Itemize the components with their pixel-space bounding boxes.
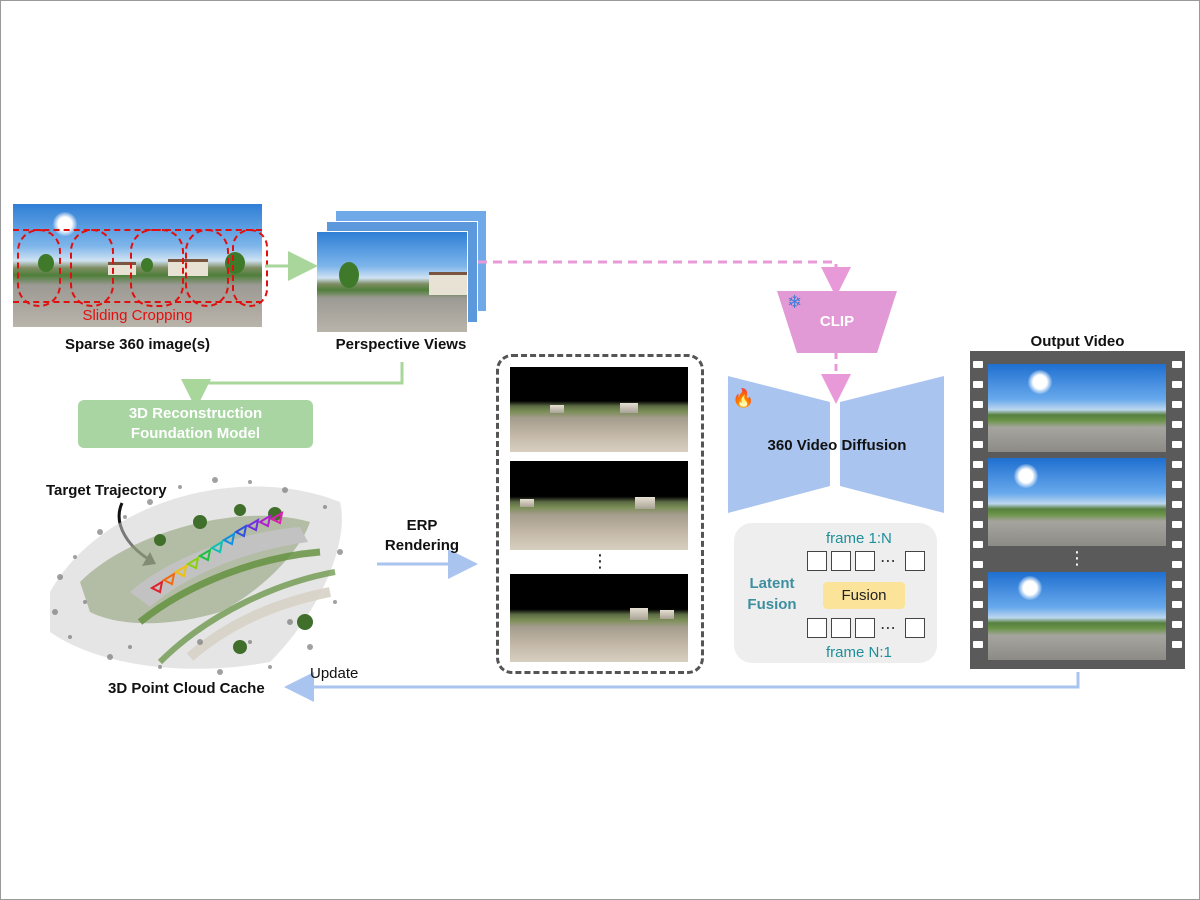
latent-token [807, 551, 827, 571]
erp-frame-1 [510, 367, 688, 452]
frame-n1-label: frame N:1 [826, 644, 892, 661]
arrow-perspective-to-recon [181, 362, 404, 409]
latent-line1: Latent [749, 575, 795, 592]
latent-token [807, 618, 827, 638]
erp-frame-2 [510, 461, 688, 550]
output-video-label: Output Video [1030, 333, 1125, 350]
frozen-icon: ❄ [787, 292, 803, 312]
latent-fusion-label: Latent Fusion [740, 573, 804, 615]
latent-token [831, 618, 851, 638]
frame-1n-label: frame 1:N [826, 530, 892, 547]
target-trajectory-label: Target Trajectory [46, 482, 167, 499]
arrow-update-feedback [284, 672, 1080, 702]
sparse-360-image [13, 204, 262, 327]
erp-render-group [496, 354, 704, 674]
token-ellipsis-top: ⋯ [880, 553, 896, 570]
point-cloud [50, 477, 343, 675]
perspective-view-front [316, 231, 468, 333]
fusion-box: Fusion [823, 582, 905, 609]
erp-line1: ERP [406, 517, 438, 534]
recon-model-line1: 3D Reconstruction [128, 405, 263, 422]
latent-token [831, 551, 851, 571]
latent-line2: Fusion [747, 596, 797, 613]
sparse-360-label: Sparse 360 image(s) [64, 336, 211, 353]
trainable-icon: 🔥 [732, 388, 755, 408]
output-frame-2 [988, 458, 1166, 546]
clip-encoder [777, 291, 897, 353]
output-frame-1 [988, 364, 1166, 452]
latent-token [855, 618, 875, 638]
perspective-views-label: Perspective Views [335, 336, 467, 353]
video-diffusion-label: 360 Video Diffusion [767, 437, 907, 454]
erp-line2: Rendering [384, 537, 460, 554]
sliding-cropping-label: Sliding Cropping [82, 307, 193, 324]
crop-band [13, 229, 262, 303]
latent-token [855, 551, 875, 571]
recon-model-line2: Foundation Model [130, 425, 261, 442]
trajectory-cameras [149, 510, 284, 594]
update-label: Update [310, 665, 359, 682]
latent-token [905, 618, 925, 638]
recon-foundation-model-box: 3D Reconstruction Foundation Model [78, 400, 313, 448]
output-frame-3 [988, 572, 1166, 660]
video-diffusion-model [728, 376, 944, 513]
point-cloud-cache-label: 3D Point Cloud Cache [108, 680, 265, 697]
arrow-perspective-to-clip [478, 260, 851, 297]
token-ellipsis-bottom: ⋯ [880, 620, 896, 637]
erp-frame-3 [510, 574, 688, 662]
erp-ellipsis: ⋮ [591, 551, 609, 571]
clip-label: CLIP [819, 313, 855, 330]
output-ellipsis: ⋮ [1068, 548, 1086, 568]
erp-rendering-label: ERP Rendering [377, 516, 467, 556]
latent-token [905, 551, 925, 571]
